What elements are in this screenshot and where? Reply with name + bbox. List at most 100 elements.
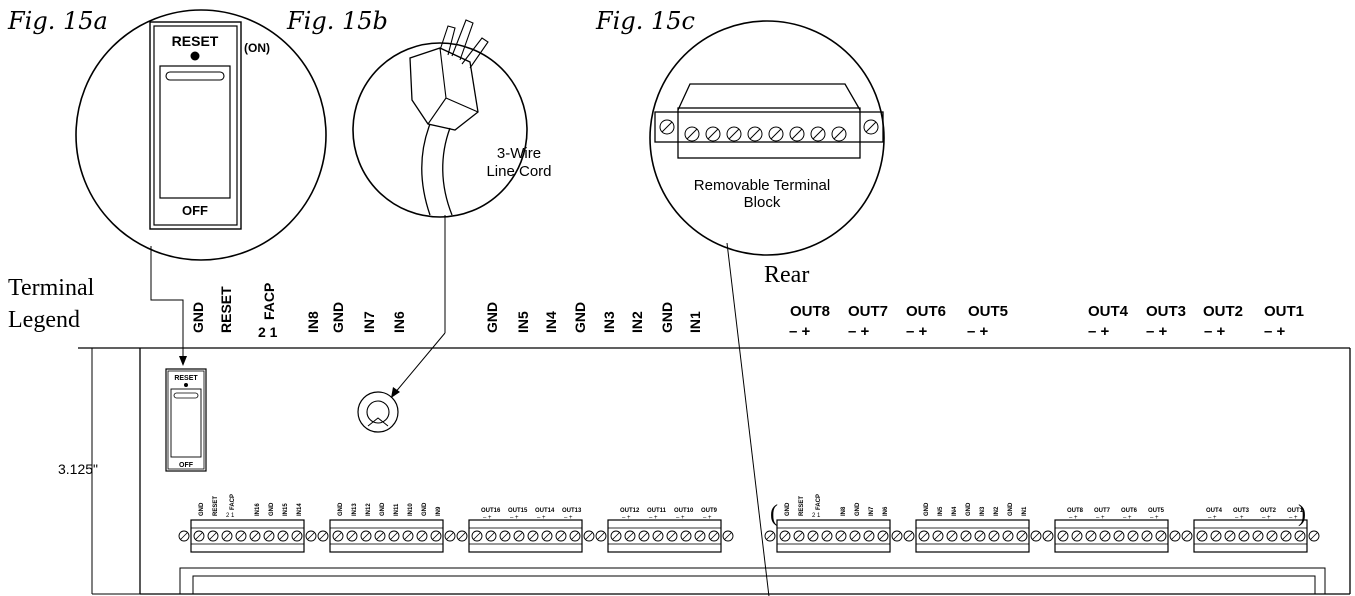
terminal-screw — [680, 530, 692, 542]
small-label: GND — [269, 502, 275, 516]
block-end-screw — [444, 530, 456, 542]
block-end-screw-slot — [458, 532, 466, 540]
terminal-screw-slot — [710, 532, 718, 540]
terminal-screw-slot — [654, 532, 662, 540]
large-out-label: OUT3 — [1146, 303, 1186, 320]
small-polarity-label: – + — [1289, 515, 1298, 521]
small-out-label: OUT15 — [508, 508, 528, 514]
rear-label: Rear — [764, 262, 809, 288]
small-facp-pins: 2 1 — [812, 513, 821, 519]
terminal-screw-slot — [487, 532, 495, 540]
small-out-label: OUT12 — [620, 508, 640, 514]
terminal-screw-slot — [976, 532, 984, 540]
switch-off-label: OFF — [182, 203, 208, 218]
small-polarity-label: – + — [1262, 515, 1271, 521]
terminal-screw-slot — [1240, 532, 1248, 540]
terminal-screw — [624, 530, 636, 542]
block-end-screw — [178, 530, 190, 542]
block-end-screw-slot — [319, 532, 327, 540]
terminal-screw — [1155, 530, 1167, 542]
terminal-screw — [402, 530, 414, 542]
block-end-screw-slot — [1171, 532, 1179, 540]
terminal-screw-slot — [962, 532, 970, 540]
small-label: GND — [380, 502, 386, 516]
terminal-screw — [249, 530, 261, 542]
terminal-screw — [877, 530, 889, 542]
terminal-screw-slot — [1101, 532, 1109, 540]
terminal-screw-slot — [781, 532, 789, 540]
terminal-screw-slot — [879, 532, 887, 540]
small-label: IN8 — [841, 506, 847, 516]
terminal-screw-slot — [265, 532, 273, 540]
small-out-label: OUT7 — [1094, 508, 1111, 514]
terminal-screw — [360, 530, 372, 542]
terminal-block-face — [190, 527, 305, 545]
terminal-screw-slot — [1059, 532, 1067, 540]
terminal-screw — [1266, 530, 1278, 542]
terminal-screw — [207, 530, 219, 542]
terminal-screw-slot — [640, 532, 648, 540]
polarity-label: – + — [1264, 323, 1286, 340]
large-label: IN4 — [543, 311, 559, 333]
large-out-label: OUT2 — [1203, 303, 1243, 320]
terminal-screw-slot — [543, 532, 551, 540]
polarity-label: – + — [1204, 323, 1226, 340]
terminal-screw — [332, 530, 344, 542]
terminal-screw-slot — [1282, 532, 1290, 540]
terminal-screw — [416, 530, 428, 542]
terminal-screw-slot — [279, 532, 287, 540]
small-label: GND — [1008, 502, 1014, 516]
small-out-label: OUT13 — [562, 508, 582, 514]
terminal-screw-slot — [1087, 532, 1095, 540]
polarity-label: – + — [848, 323, 870, 340]
terminal-screw — [1002, 530, 1014, 542]
terminal-block-label-line2: Block — [744, 194, 781, 211]
panel-reset-switch[interactable]: RESET OFF — [165, 368, 207, 472]
terminal-screw-slot — [851, 532, 859, 540]
block-end-screw-slot — [1044, 532, 1052, 540]
fig-15a-caption: Fig. 15a — [7, 7, 108, 35]
large-label: IN6 — [391, 311, 407, 333]
terminal-screw-slot — [362, 532, 370, 540]
small-polarity-label: – + — [1208, 515, 1217, 521]
small-out-label: OUT3 — [1233, 508, 1250, 514]
switch-on-label: (ON) — [244, 41, 270, 55]
small-out-label: OUT4 — [1206, 508, 1223, 514]
terminal-screw-slot — [837, 532, 845, 540]
terminal-screw-slot — [1143, 532, 1151, 540]
terminal-block-face — [329, 527, 444, 545]
small-label: IN14 — [297, 503, 303, 516]
small-label: GND — [785, 502, 791, 516]
small-label: IN12 — [366, 503, 372, 516]
terminal-screw — [1085, 530, 1097, 542]
height-dimension: 3.125" — [58, 461, 98, 477]
terminal-screw-slot — [948, 532, 956, 540]
terminal-screw — [374, 530, 386, 542]
terminal-screw — [541, 530, 553, 542]
terminal-screw-slot — [668, 532, 676, 540]
terminal-screw-slot — [1157, 532, 1165, 540]
terminal-screw-slot — [1129, 532, 1137, 540]
terminal-screw — [779, 530, 791, 542]
small-label: GND — [924, 502, 930, 516]
terminal-screw-slot — [432, 532, 440, 540]
terminal-block-face — [1054, 527, 1169, 545]
small-facp-pins: 2 1 — [226, 513, 235, 519]
terminal-screw-slot — [1254, 532, 1262, 540]
terminal-screw — [1127, 530, 1139, 542]
terminal-screw-slot — [865, 532, 873, 540]
terminal-screw-slot — [934, 532, 942, 540]
panel-switch-off: OFF — [179, 462, 194, 469]
terminal-screw — [918, 530, 930, 542]
terminal-screw — [1113, 530, 1125, 542]
terminal-screw-slot — [334, 532, 342, 540]
block-end-screw — [764, 530, 776, 542]
block-end-screw — [1308, 530, 1320, 542]
terminal-screw-slot — [1226, 532, 1234, 540]
terminal-block-face — [468, 527, 583, 545]
legend-line1: Terminal — [8, 275, 95, 301]
legend-line2: Legend — [8, 307, 80, 333]
terminal-screw-slot — [418, 532, 426, 540]
